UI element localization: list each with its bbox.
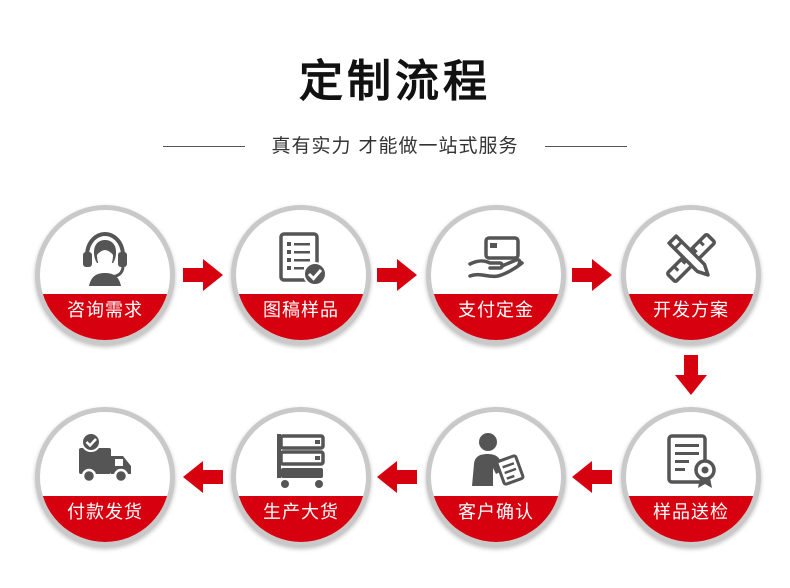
arrow-left-icon [572,461,612,493]
step-mass-production: 生产大货 [231,407,371,547]
subtitle-row: 真有实力 才能做一站式服务 [0,132,790,162]
left-divider [163,146,245,147]
person-clipboard-icon [472,433,525,486]
step-draft-sample: 图稿样品 [231,205,371,345]
arrow-down-icon [675,355,707,395]
headset-agent-icon [83,231,127,286]
right-divider [545,146,627,147]
arrow-left-icon [377,461,417,493]
step-label: 支付定金 [431,294,561,340]
step-label: 客户确认 [431,496,561,542]
pencil-ruler-icon [666,233,716,283]
step-plan: 开发方案 [621,205,761,345]
arrow-right-icon [377,259,417,291]
step-sample-inspection: 样品送检 [621,407,761,547]
step-label: 付款发货 [40,496,170,542]
arrow-right-icon [183,259,223,291]
step-consult: 咨询需求 [35,205,175,345]
certificate-icon [667,434,716,488]
document-check-icon [279,232,327,286]
shelf-cart-icon [277,434,325,488]
step-label: 生产大货 [236,496,366,542]
arrow-right-icon [572,259,612,291]
subtitle: 真有实力 才能做一站式服务 [271,135,519,157]
page-title: 定制流程 [299,56,491,107]
step-label: 样品送检 [626,496,756,542]
arrow-left-icon [183,461,223,493]
hand-payment-icon [468,236,524,279]
step-label: 咨询需求 [40,294,170,340]
step-label: 开发方案 [626,294,756,340]
step-deposit: 支付定金 [426,205,566,345]
step-payment-shipping: 付款发货 [35,407,175,547]
step-client-confirm: 客户确认 [426,407,566,547]
step-label: 图稿样品 [236,294,366,340]
delivery-truck-icon [79,432,131,484]
